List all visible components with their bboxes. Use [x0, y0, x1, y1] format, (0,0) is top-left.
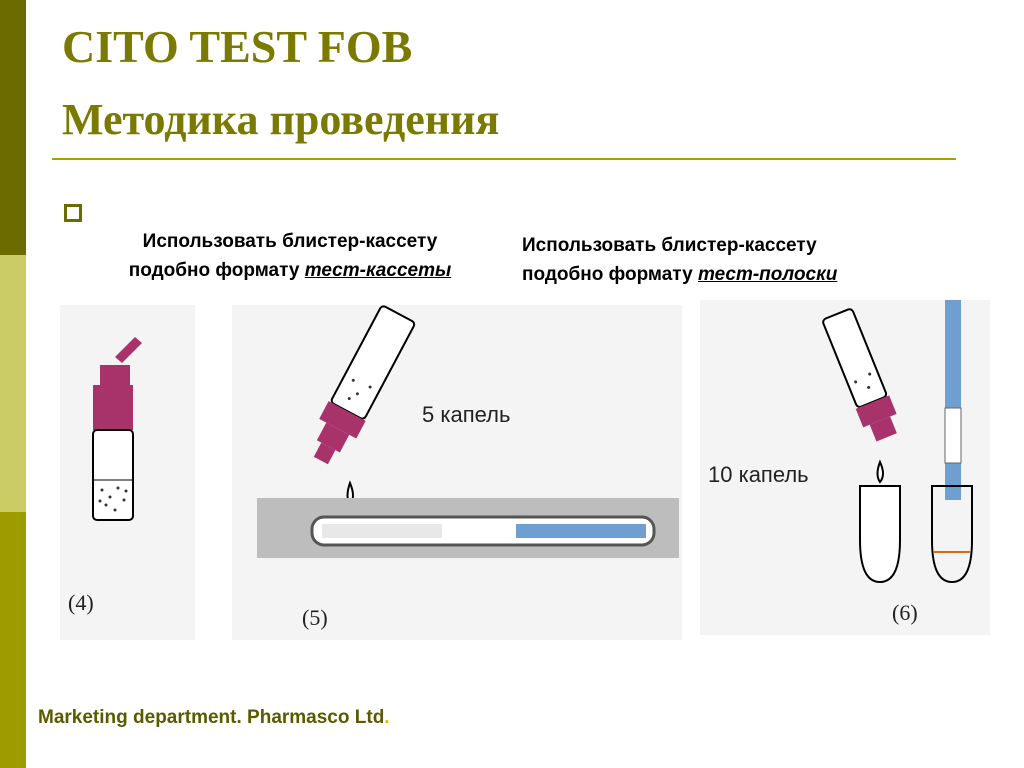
test-strip [945, 300, 961, 500]
collection-tube-right [931, 485, 973, 584]
caption-strip: Использовать блистер-кассету подобно фор… [522, 231, 962, 289]
sidebar-band-olive [0, 512, 26, 768]
figure-5-bg [232, 305, 682, 640]
tube-body [92, 429, 134, 521]
figure-6-drops: 10 капель [708, 462, 809, 487]
figure-6-label: (6) [892, 600, 918, 625]
caption-strip-prefix: подобно формату [522, 264, 698, 285]
caption-cassette: Использовать блистер-кассету подобно фор… [80, 227, 500, 285]
dropper-tube-5 [313, 305, 416, 465]
dropper-5-dots [347, 378, 372, 401]
figure-5-illustration: 5 капель (5) [232, 305, 682, 640]
dropper-6-nozzle [869, 416, 897, 442]
footer-dot: . [384, 707, 390, 728]
tube-cap-top [100, 365, 130, 385]
collection-tube-left [859, 485, 901, 584]
sidebar-band-light [0, 255, 26, 512]
tube-sample-dots [98, 486, 128, 512]
dropper-tube-6 [822, 308, 897, 442]
footer-text: Marketing department. Pharmasco Ltd [38, 707, 385, 728]
caption-cassette-line1: Использовать блистер-кассету [142, 231, 438, 252]
caption-strip-line1: Использовать блистер-кассету [522, 235, 817, 256]
strip-test-zone [442, 524, 516, 538]
tube-cap-tip [115, 337, 142, 363]
figure-5-drops: 5 капель [422, 402, 510, 427]
figure-5-label: (5) [302, 605, 328, 630]
page-title: CITO TEST FOB [62, 21, 413, 72]
footer-credit: Marketing department. Pharmasco Ltd. [38, 707, 390, 729]
drop-6-icon [876, 459, 884, 484]
test-strip-window [944, 407, 962, 464]
dropper-6-dots [854, 372, 872, 389]
bullet-square-icon [64, 204, 82, 222]
strip-handle-zone [516, 524, 646, 538]
strip-sample-zone [322, 524, 442, 538]
caption-cassette-prefix: подобно формату [128, 260, 305, 281]
dropper-6-cap [855, 395, 897, 428]
dropper-5-cap [319, 401, 366, 439]
figure-6-illustration: 10 капель (6) [700, 300, 990, 635]
page-subtitle: Методика проведения [62, 95, 500, 144]
title-divider [52, 158, 956, 160]
caption-strip-line2: подобно формату тест-полоски [522, 260, 962, 289]
dropper-5-tip [313, 442, 336, 465]
dropper-5-nozzle [316, 422, 350, 453]
sidebar-decoration [0, 0, 26, 768]
sidebar-band-dark [0, 0, 26, 255]
caption-cassette-emph: тест-кассеты [304, 260, 452, 281]
figure-4-illustration: (4) [60, 305, 195, 640]
caption-cassette-line2: подобно формату тест-кассеты [80, 256, 500, 285]
caption-strip-emph: тест-полоски [697, 264, 838, 285]
figure-4-label: (4) [68, 590, 94, 615]
tube-cap-body [93, 385, 133, 430]
